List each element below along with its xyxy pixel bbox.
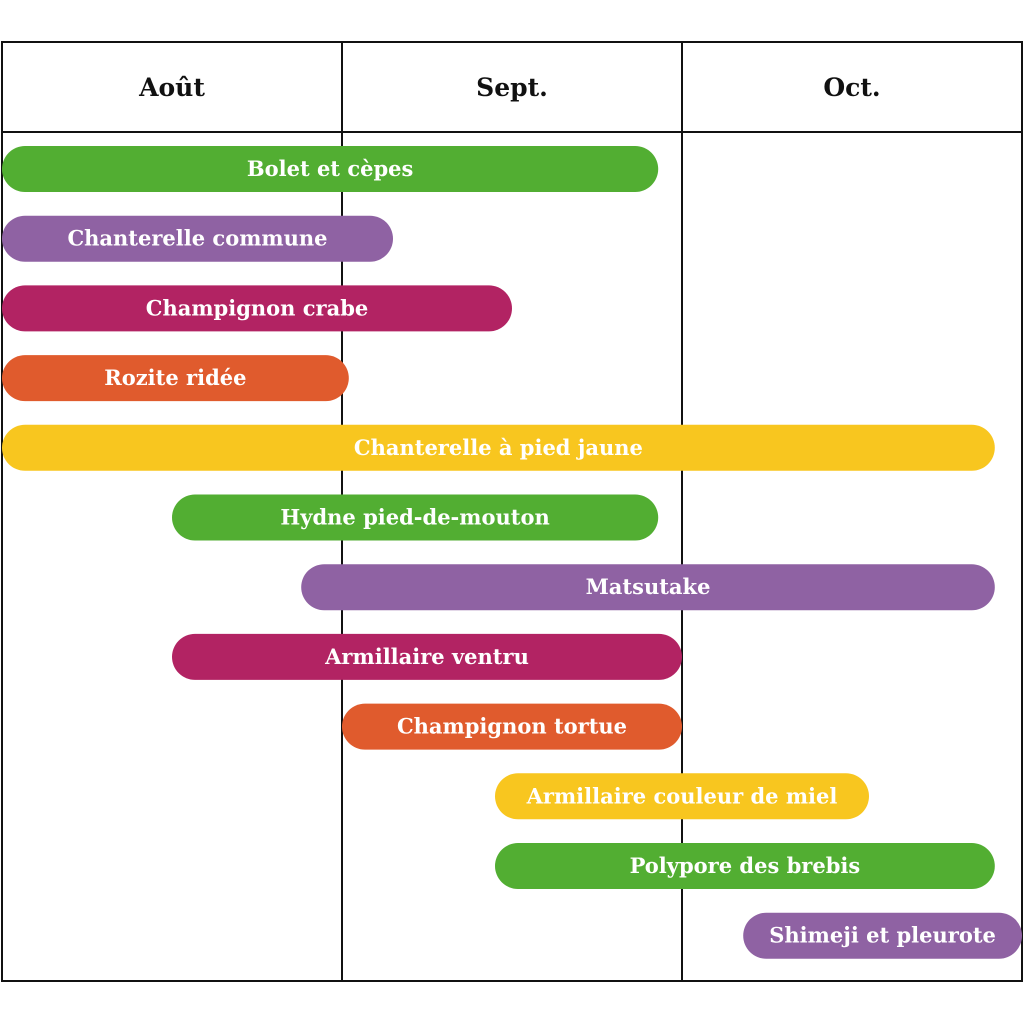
- bar-label: Chanterelle à pied jaune: [354, 435, 643, 460]
- month-header: Août Sept. Oct.: [138, 73, 881, 102]
- bar-group: Rozite ridée: [2, 355, 349, 402]
- bar-group: Shimeji et pleurote: [743, 912, 1022, 959]
- bar: [743, 912, 1022, 959]
- bar-group: Chanterelle commune: [2, 215, 393, 262]
- bar: [2, 285, 512, 332]
- bar-label: Shimeji et pleurote: [769, 923, 996, 948]
- bar-group: Armillaire ventru: [172, 633, 682, 680]
- bar: [2, 146, 659, 192]
- bar: [301, 564, 995, 611]
- bar-label: Armillaire couleur de miel: [526, 783, 838, 808]
- bar-label: Champignon crabe: [146, 295, 369, 320]
- bar: [495, 773, 869, 820]
- bar-label: Rozite ridée: [104, 365, 246, 390]
- month-label: Oct.: [823, 73, 880, 102]
- bar-group: Armillaire couleur de miel: [495, 773, 869, 820]
- bar-group: Matsutake: [301, 564, 995, 611]
- bar: [172, 633, 682, 680]
- bar: [495, 843, 995, 889]
- bar: [342, 703, 682, 750]
- bar-group: Bolet et cèpes: [2, 146, 659, 192]
- bar-label: Hydne pied-de-mouton: [280, 505, 549, 530]
- bar: [2, 424, 995, 471]
- bar: [172, 494, 659, 541]
- grid-lines: [1, 41, 1023, 982]
- bar: [2, 215, 393, 262]
- bar-group: Chanterelle à pied jaune: [2, 424, 995, 471]
- bar-label: Chanterelle commune: [67, 226, 327, 251]
- bar-label: Matsutake: [586, 574, 711, 599]
- bar: [2, 355, 349, 402]
- bar-group: Champignon tortue: [342, 703, 682, 750]
- bar-group: Champignon crabe: [2, 285, 512, 332]
- chart-frame: [1, 41, 1023, 982]
- bar-label: Polypore des brebis: [630, 853, 861, 878]
- bar-group: Polypore des brebis: [495, 843, 995, 889]
- bar-label: Armillaire ventru: [324, 644, 529, 669]
- bar-label: Champignon tortue: [397, 714, 627, 739]
- bar-group: Hydne pied-de-mouton: [172, 494, 659, 541]
- month-label: Août: [138, 73, 205, 102]
- month-label: Sept.: [476, 73, 548, 102]
- bar-label: Bolet et cèpes: [247, 156, 414, 181]
